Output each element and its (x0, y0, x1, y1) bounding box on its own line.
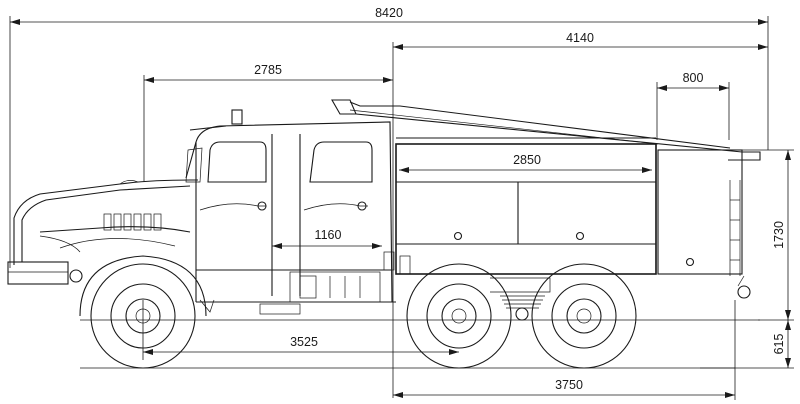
cab (7, 109, 395, 303)
chassis (196, 255, 551, 321)
rear-wheel (531, 263, 637, 369)
body-length-label: 4140 (566, 31, 594, 45)
dimension-ladder-width: 800 (656, 71, 730, 140)
overall-length-label: 8420 (375, 6, 403, 20)
dimension-cab-length: 2785 (143, 63, 393, 182)
rear-window (309, 141, 373, 183)
dimension-cab-section: 1160 (272, 228, 382, 249)
ladder-mount (331, 99, 357, 115)
front-window (207, 141, 267, 183)
height-body-label: 1730 (772, 221, 786, 249)
dimension-wheelbase-front: 3525 (142, 300, 459, 360)
dimension-height-body: 1730 (742, 149, 794, 321)
rear-spring (500, 295, 545, 309)
grille (103, 213, 162, 231)
body (331, 99, 761, 299)
cab-length-label: 2785 (254, 63, 282, 77)
ground-clearance-label: 615 (772, 334, 786, 355)
dimension-compartment-length: 2850 (399, 153, 652, 173)
cab-section-label: 1160 (315, 228, 342, 242)
ladder-width-label: 800 (683, 71, 704, 85)
dimension-wheelbase-rear: 3750 (393, 300, 736, 400)
front-wheel (79, 255, 207, 369)
wheelbase-front-label: 3525 (290, 335, 318, 349)
beacon (231, 109, 243, 125)
dimension-overall-length: 8420 (9, 6, 769, 268)
compartment-length-label: 2850 (513, 153, 541, 167)
wheelbase-rear-label: 3750 (555, 378, 583, 392)
dimension-ground-clearance: 615 (700, 320, 794, 369)
middle-wheel (406, 263, 512, 369)
dimension-body-length: 4140 (392, 31, 768, 398)
